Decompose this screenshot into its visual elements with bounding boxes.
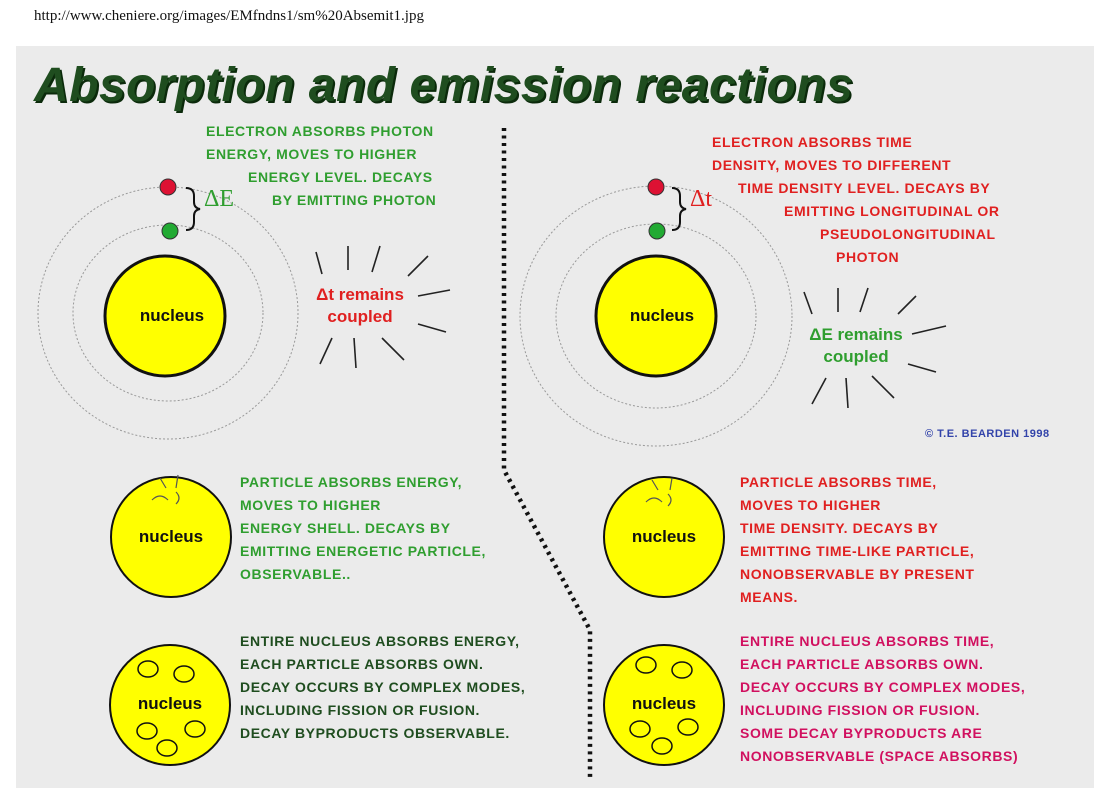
right-top-line-2: DENSITY, MOVES TO DIFFERENT: [712, 154, 1000, 177]
left-coupled-label: Δt remains coupled: [300, 284, 420, 328]
right-bottom-line-4: INCLUDING FISSION OR FUSION.: [740, 699, 1025, 722]
left-top-line-1: ELECTRON ABSORBS PHOTON: [206, 120, 436, 143]
right-top-line-6: PHOTON: [836, 246, 1000, 269]
right-middle-line-3: TIME DENSITY. DECAYS BY: [740, 517, 975, 540]
right-coupled-line-1: ΔE remains: [796, 324, 916, 346]
right-top-line-3: TIME DENSITY LEVEL. DECAYS BY: [738, 177, 1000, 200]
left-nucleus-label: nucleus: [112, 306, 232, 326]
right-electron-ground: [649, 223, 665, 239]
left-bottom-line-1: ENTIRE NUCLEUS ABSORBS ENERGY,: [240, 630, 525, 653]
left-middle-line-1: PARTICLE ABSORBS ENERGY,: [240, 471, 486, 494]
right-bottom-line-2: EACH PARTICLE ABSORBS OWN.: [740, 653, 1025, 676]
right-middle-nucleus-label: nucleus: [604, 527, 724, 547]
right-delta-time-label: Δt: [690, 186, 712, 213]
right-middle-line-4: EMITTING TIME-LIKE PARTICLE,: [740, 540, 975, 563]
right-bottom-line-6: NONOBSERVABLE (SPACE ABSORBS): [740, 745, 1025, 768]
right-middle-line-2: MOVES TO HIGHER: [740, 494, 975, 517]
left-middle-line-4: EMITTING ENERGETIC PARTICLE,: [240, 540, 486, 563]
right-middle-description: PARTICLE ABSORBS TIME, MOVES TO HIGHER T…: [740, 471, 975, 609]
right-electron-excited: [648, 179, 664, 195]
left-top-line-3: ENERGY LEVEL. DECAYS: [248, 166, 436, 189]
left-top-description: ELECTRON ABSORBS PHOTON ENERGY, MOVES TO…: [206, 120, 436, 212]
left-top-line-4: BY EMITTING PHOTON: [272, 189, 436, 212]
left-brace: [186, 188, 200, 230]
right-top-line-1: ELECTRON ABSORBS TIME: [712, 131, 1000, 154]
left-middle-description: PARTICLE ABSORBS ENERGY, MOVES TO HIGHER…: [240, 471, 486, 586]
left-middle-line-5: OBSERVABLE..: [240, 563, 486, 586]
right-top-line-5: PSEUDOLONGITUDINAL: [820, 223, 1000, 246]
right-brace: [672, 188, 686, 230]
left-bottom-line-3: DECAY OCCURS BY COMPLEX MODES,: [240, 676, 525, 699]
left-bottom-line-5: DECAY BYPRODUCTS OBSERVABLE.: [240, 722, 525, 745]
left-coupled-line-1: Δt remains: [300, 284, 420, 306]
right-bottom-line-1: ENTIRE NUCLEUS ABSORBS TIME,: [740, 630, 1025, 653]
left-bottom-line-2: EACH PARTICLE ABSORBS OWN.: [240, 653, 525, 676]
left-bottom-description: ENTIRE NUCLEUS ABSORBS ENERGY, EACH PART…: [240, 630, 525, 745]
left-middle-nucleus-label: nucleus: [111, 527, 231, 547]
right-coupled-line-2: coupled: [796, 346, 916, 368]
right-bottom-line-5: SOME DECAY BYPRODUCTS ARE: [740, 722, 1025, 745]
right-bottom-description: ENTIRE NUCLEUS ABSORBS TIME, EACH PARTIC…: [740, 630, 1025, 768]
right-nucleus-label: nucleus: [602, 306, 722, 326]
left-electron-ground: [162, 223, 178, 239]
left-bottom-nucleus-label: nucleus: [110, 694, 230, 714]
right-bottom-nucleus-label: nucleus: [604, 694, 724, 714]
right-top-line-4: EMITTING LONGITUDINAL OR: [784, 200, 1000, 223]
left-middle-line-2: MOVES TO HIGHER: [240, 494, 486, 517]
left-coupled-line-2: coupled: [300, 306, 420, 328]
left-bottom-line-4: INCLUDING FISSION OR FUSION.: [240, 699, 525, 722]
right-middle-line-5: NONOBSERVABLE BY PRESENT: [740, 563, 975, 586]
left-middle-line-3: ENERGY SHELL. DECAYS BY: [240, 517, 486, 540]
right-top-description: ELECTRON ABSORBS TIME DENSITY, MOVES TO …: [712, 131, 1000, 269]
right-bottom-line-3: DECAY OCCURS BY COMPLEX MODES,: [740, 676, 1025, 699]
right-coupled-label: ΔE remains coupled: [796, 324, 916, 368]
left-electron-excited: [160, 179, 176, 195]
copyright-notice: © T.E. BEARDEN 1998: [925, 428, 1050, 440]
right-middle-line-6: MEANS.: [740, 586, 975, 609]
right-middle-line-1: PARTICLE ABSORBS TIME,: [740, 471, 975, 494]
left-top-line-2: ENERGY, MOVES TO HIGHER: [206, 143, 436, 166]
